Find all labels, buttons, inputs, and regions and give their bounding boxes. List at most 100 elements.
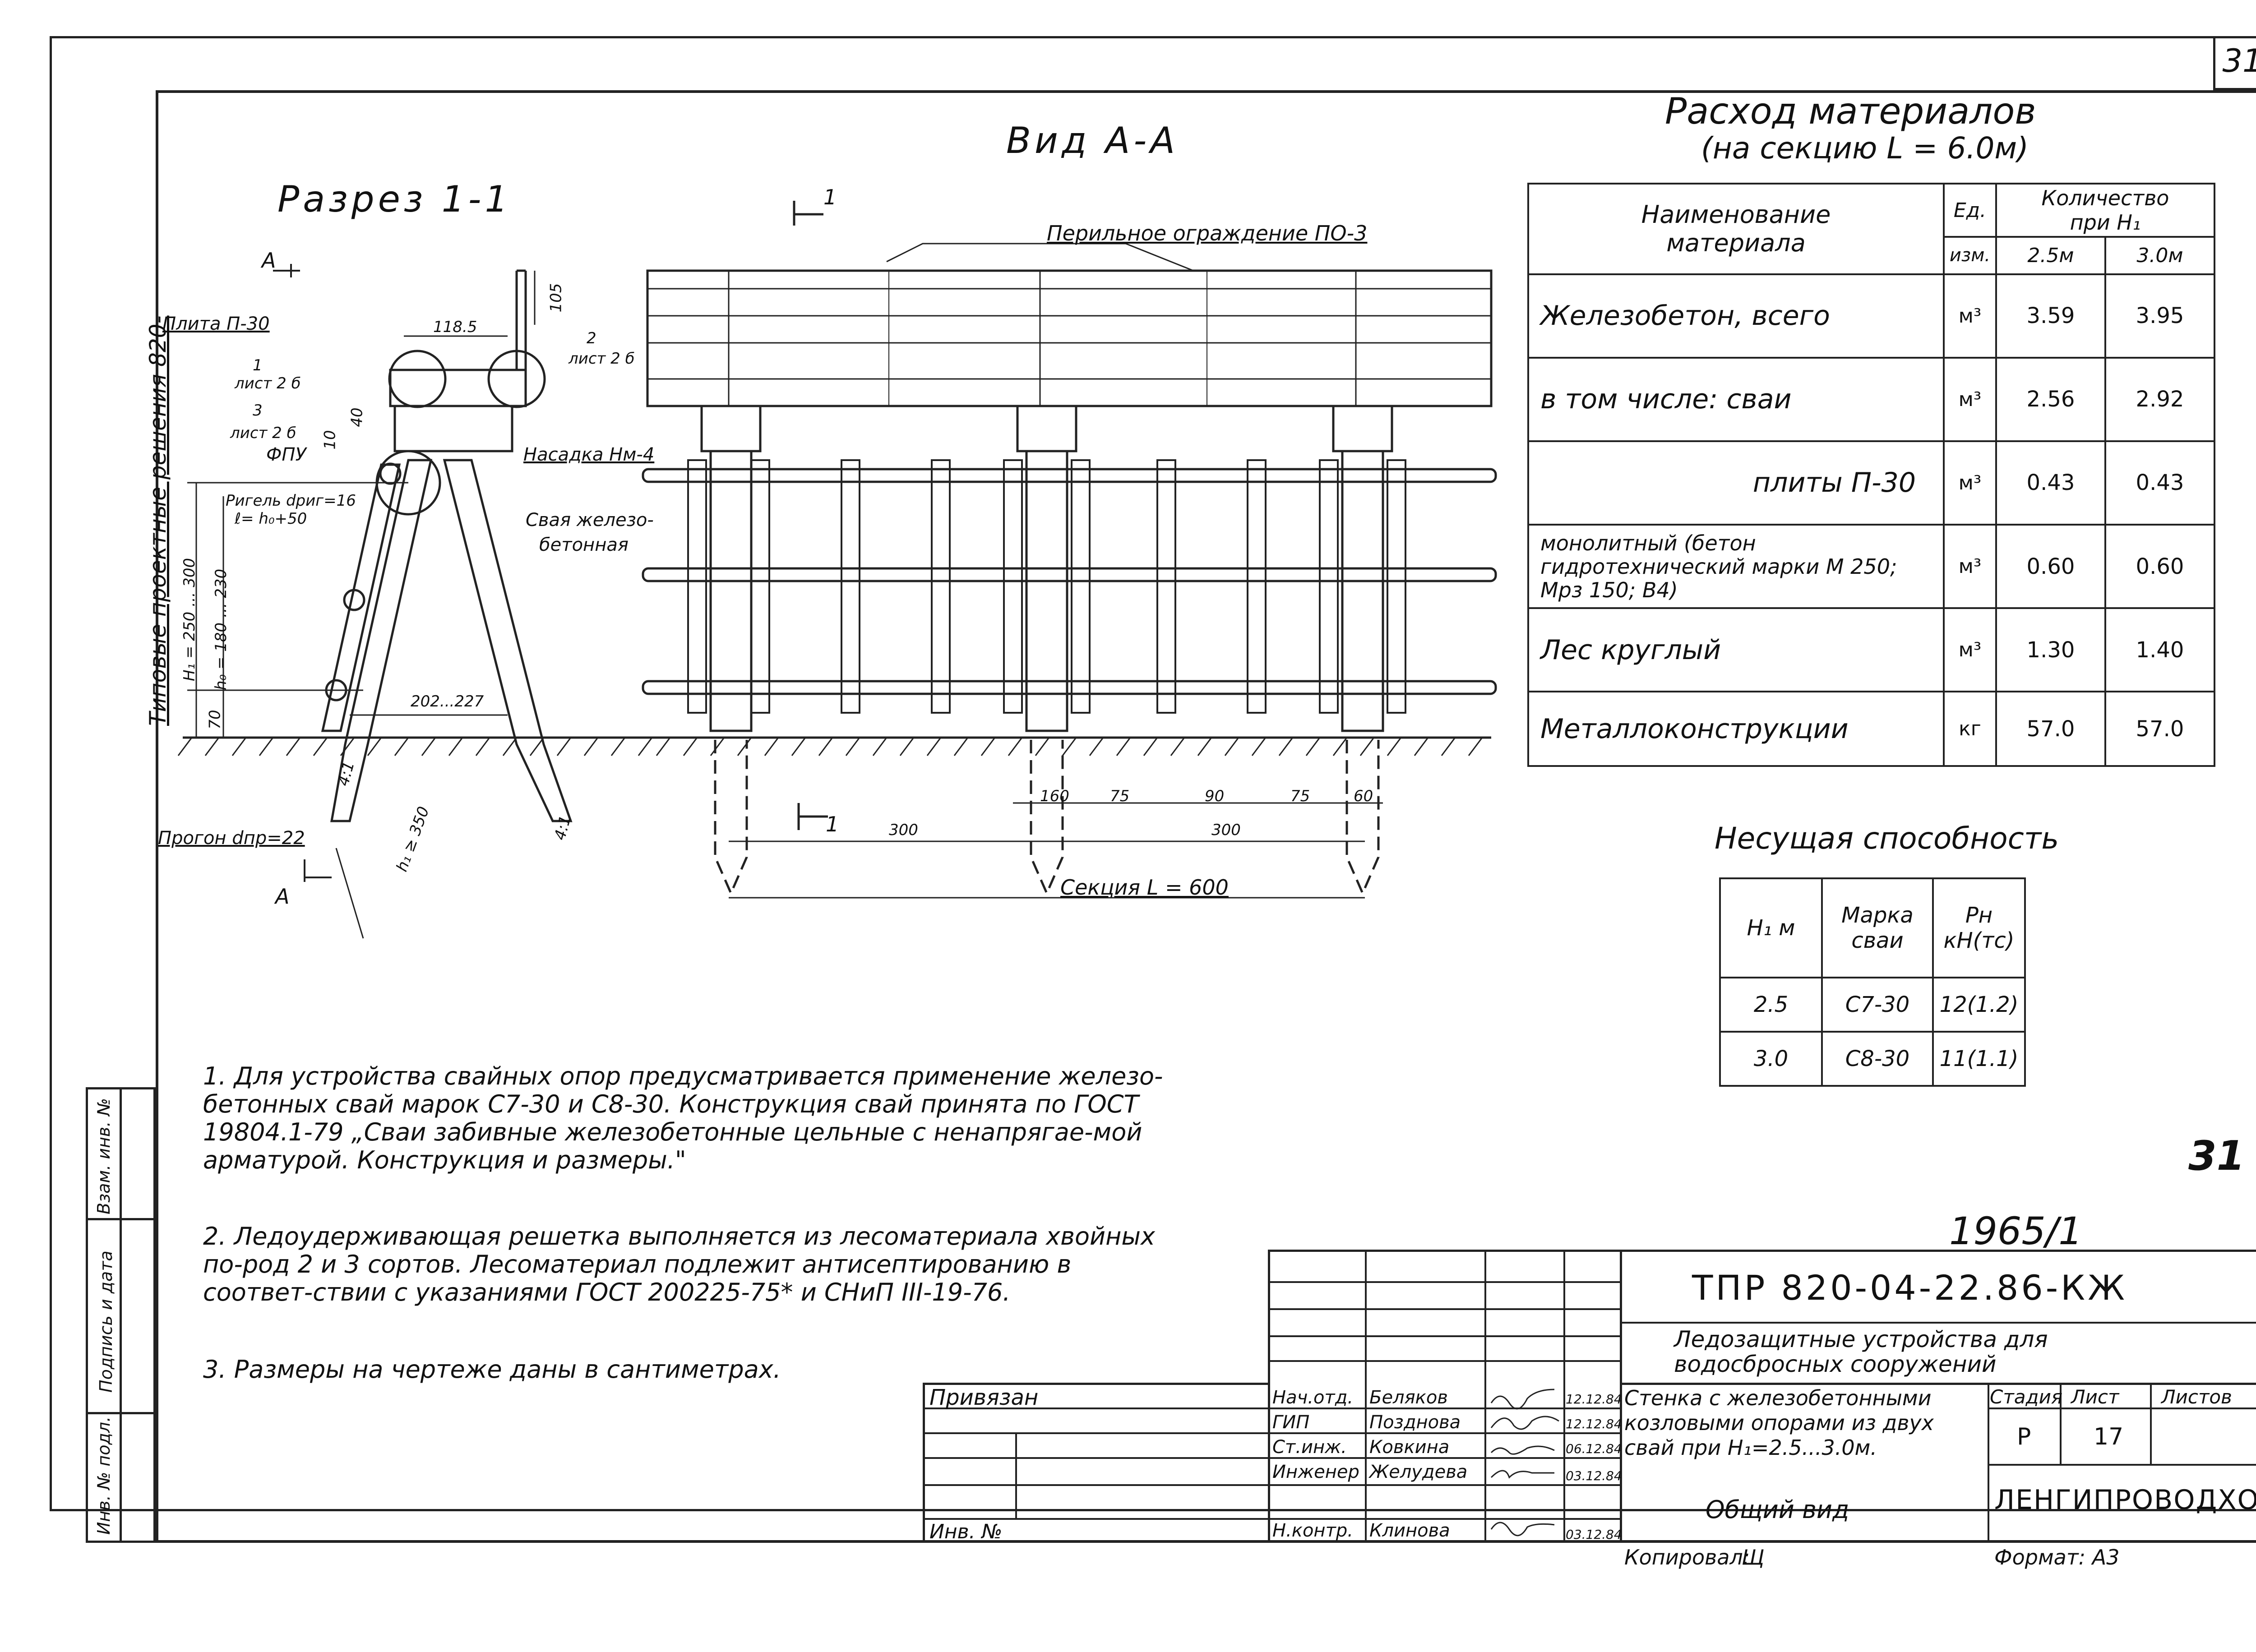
table-row: в том числе: сваи м³ 2.56 2.92 (1527, 356, 2216, 442)
view-name: Общий вид (1706, 1495, 1849, 1524)
header-h25: 2.5м (1995, 236, 2106, 275)
note-3: 3. Размеры на чертеже даны в сантиметрах… (203, 1355, 781, 1384)
table-row: Лес круглый м³ 1.30 1.40 (1527, 607, 2216, 693)
sheet-title-c: свай при H₁=2.5...3.0м. (1624, 1435, 1877, 1460)
dim-h1: H₁ = 250 ... 300 (180, 558, 199, 681)
header-h30: 3.0м (2104, 236, 2216, 275)
label-purlin: Прогон dпр=22 (158, 828, 305, 849)
view-title: Вид А-А (1006, 120, 1179, 162)
table-row: Металлоконструкции кг 57.0 57.0 (1527, 691, 2216, 767)
signatures (1490, 1389, 1559, 1537)
dim-60: 60 (1354, 787, 1373, 805)
materials-subtitle: (на секцию L = 6.0м) (1701, 131, 2029, 166)
label-pile-a: Свая железо- (526, 510, 654, 531)
project-title-b: водосбросных сооружений (1674, 1351, 1997, 1377)
table-row: Железобетон, всего м³ 3.59 3.95 (1527, 273, 2216, 359)
sheets-label: Листов (2161, 1386, 2232, 1408)
attached-label: Привязан (929, 1385, 1039, 1410)
label-cap: Насадка Нм-4 (523, 444, 655, 465)
dim-h0: h₀ = 180 ... 230 (212, 568, 230, 690)
label-sheet2b-num: 2 (587, 329, 596, 347)
date-2: 06.12.84 (1566, 1441, 1622, 1456)
label-pile-b: бетонная (539, 535, 629, 555)
cut-mark-bottom: 1 (826, 812, 839, 836)
sheet-value: 17 (2094, 1423, 2124, 1450)
role-3: Инженер (1272, 1462, 1359, 1482)
sheet-number-handwritten: 31 (2188, 1132, 2245, 1180)
date-1: 12.12.84 (1566, 1417, 1622, 1431)
dim-202: 202...227 (411, 692, 484, 711)
drawing-area (177, 201, 1497, 939)
dim-10: 10 (321, 430, 339, 450)
role-2: Ст.инж. (1272, 1437, 1347, 1458)
label-ref3-num: 3 (253, 401, 263, 420)
capacity-table: H₁ м Марка сваи Pн кН(тс) 2.5 С7-30 12(1… (1719, 877, 2026, 1087)
attach-block (923, 1383, 1270, 1543)
drawing-frame (156, 90, 2256, 1543)
role-1: ГИП (1272, 1412, 1310, 1433)
header-unit-b: изм. (1943, 236, 1997, 275)
dim-75a: 75 (1110, 787, 1130, 805)
name-3: Желудева (1369, 1462, 1468, 1482)
dim-90: 90 (1205, 787, 1225, 805)
label-railing: Перильное ограждение ПО-3 (1047, 221, 1368, 245)
header-unit: Ед. (1943, 182, 1997, 238)
view-mark-bottom: А (275, 884, 290, 909)
role-0: Нач.отд. (1272, 1387, 1354, 1408)
name-0: Беляков (1369, 1387, 1448, 1408)
title-block (1268, 1250, 2256, 1543)
dim-300a: 300 (889, 821, 918, 839)
dim-40: 40 (348, 407, 366, 427)
sheet-number: 31 (2213, 36, 2256, 90)
table-row: 2.5 С7-30 12(1.2) (1719, 977, 2026, 1033)
format-label: Формат: А3 (1994, 1545, 2120, 1569)
cut-mark-top: 1 (823, 185, 837, 209)
label-sheet2b: лист 2 б (569, 350, 635, 368)
label-ref3: лист 2 б (230, 424, 296, 442)
sheet-label: Лист (2071, 1386, 2119, 1408)
label-fpu: ФПУ (266, 444, 306, 465)
stage-value: Р (2017, 1423, 2031, 1450)
label-ref1: лист 2 б (235, 374, 301, 392)
table-row: плиты П-30 м³ 0.43 0.43 (1527, 440, 2216, 526)
capacity-title: Несущая способность (1715, 821, 2059, 856)
side-replace-label: Взам. инв. № (94, 1098, 114, 1214)
organization: ЛЕНГИПРОВОДХОЗ (1994, 1484, 2256, 1516)
copied-by: Щ (1742, 1545, 1765, 1569)
label-riegel-length: ℓ= h₀+50 (235, 510, 307, 528)
date-0: 12.12.84 (1566, 1392, 1622, 1407)
dim-118: 118.5 (433, 318, 477, 336)
materials-title: Расход материалов (1665, 90, 2036, 132)
date-3: 03.12.84 (1566, 1468, 1622, 1483)
name-1: Позднова (1369, 1412, 1461, 1433)
dim-75b: 75 (1290, 787, 1310, 805)
dim-160: 160 (1040, 787, 1069, 805)
sheet-outer-frame (50, 36, 2256, 1511)
stage-label: Стадия (1990, 1386, 2063, 1408)
cap-header-p: Pн кН(тс) (1932, 877, 2026, 978)
copied-label: Копировал: (1624, 1545, 1750, 1569)
label-riegel: Ригель dриг=16 (226, 492, 356, 510)
cap-header-mark: Марка сваи (1821, 877, 1934, 978)
project-title-a: Ледозащитные устройства для (1674, 1326, 2048, 1352)
cap-header-h1: H₁ м (1719, 877, 1823, 978)
sheet-title-b: козловыми опорами из двух (1624, 1411, 1934, 1435)
side-sign-label: Подпись и дата (96, 1251, 116, 1393)
album-number: 1965/1 (1949, 1209, 2083, 1253)
view-mark-top: А (262, 248, 276, 272)
date-4: 03.12.84 (1566, 1527, 1622, 1542)
dim-105: 105 (547, 283, 565, 313)
note-2: 2. Ледоудерживающая решетка выполняется … (203, 1222, 1155, 1306)
dim-70: 70 (206, 710, 224, 729)
table-row: монолитный (бетон гидротехнический марки… (1527, 524, 2216, 609)
sheet-title-a: Стенка с железобетонными (1624, 1386, 1932, 1410)
note-1: 1. Для устройства свайных опор предусмат… (203, 1062, 1163, 1174)
label-plate: Плита П-30 (162, 314, 270, 334)
name-2: Ковкина (1369, 1437, 1450, 1458)
table-row: 3.0 С8-30 11(1.1) (1719, 1031, 2026, 1087)
side-inv-label: Инв. № подл. (94, 1416, 114, 1535)
inv-label: Инв. № (929, 1520, 1003, 1543)
